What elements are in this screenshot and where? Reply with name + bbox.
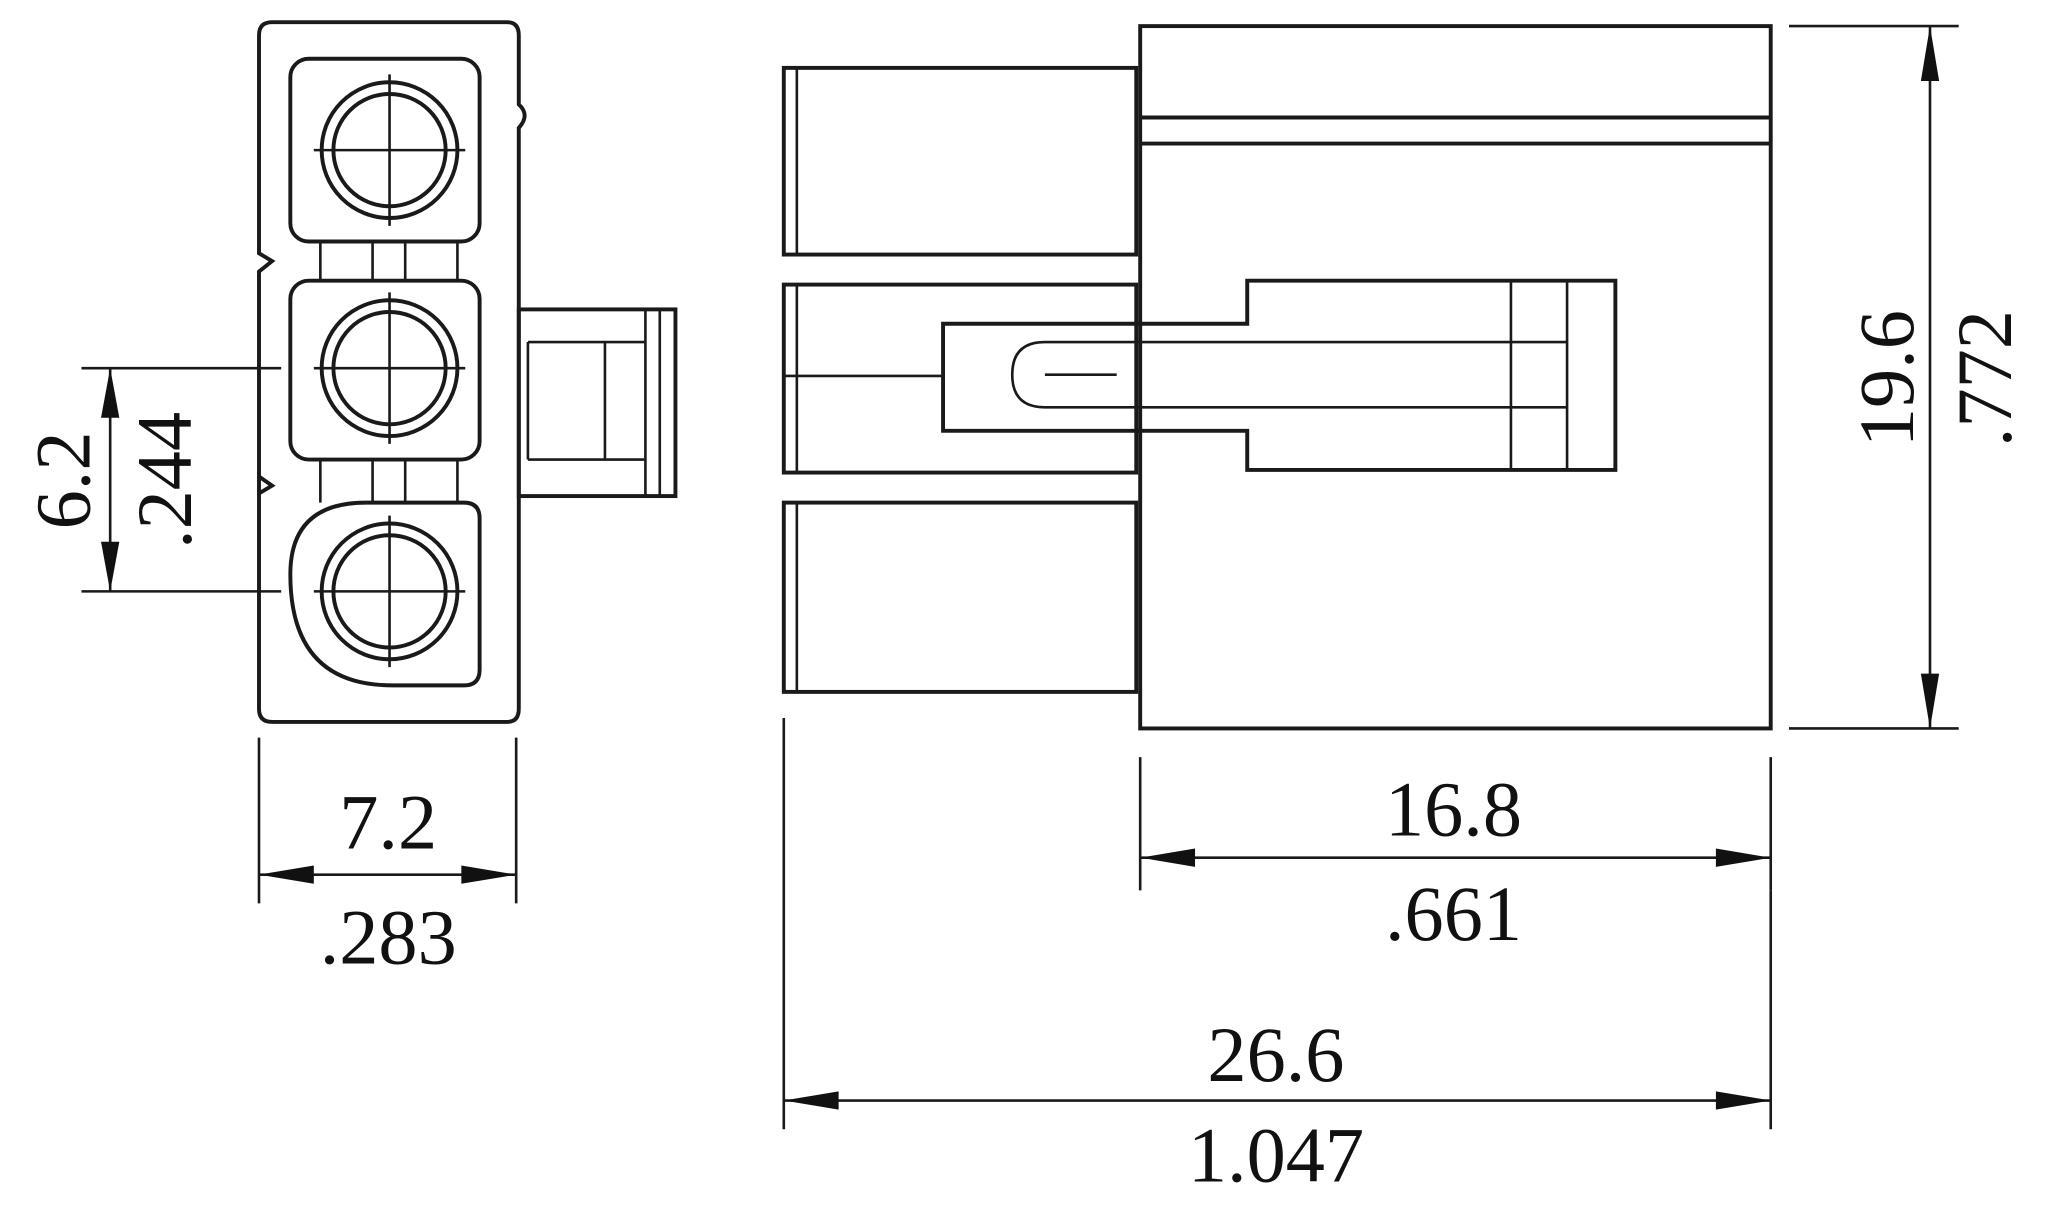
front-view: [257, 20, 678, 724]
latch-side: [516, 307, 678, 499]
dimension-overall-length: 26.6 1.047: [782, 718, 1773, 1198]
prong-2: [781, 282, 1139, 475]
width-mm: 7.2: [339, 779, 437, 866]
pitch-mm: 6.2: [19, 431, 106, 529]
dimension-body-length: 16.8 .661: [1138, 757, 1773, 957]
prong-1: [781, 65, 1139, 257]
latch-arm: [941, 278, 1618, 472]
overall-length-inch: 1.047: [1188, 1111, 1364, 1198]
dimension-height: 19.6 .772: [1789, 24, 2028, 730]
dimension-pitch: 6.2 .244: [19, 366, 282, 593]
socket-2: [288, 278, 482, 462]
height-mm: 19.6: [1843, 310, 1930, 447]
body-length-inch: .661: [1385, 870, 1522, 957]
side-view: [781, 24, 1773, 731]
body-length-mm: 16.8: [1385, 765, 1522, 852]
width-inch: .283: [320, 893, 457, 980]
dimension-width: 7.2 .283: [257, 737, 518, 980]
pitch-inch: .244: [121, 412, 208, 549]
socket-1: [288, 56, 482, 244]
height-inch: .772: [1941, 310, 2028, 447]
side-body: [1138, 24, 1773, 731]
overall-length-mm: 26.6: [1207, 1011, 1344, 1098]
prong-3: [781, 500, 1139, 694]
front-body-outline: [257, 20, 527, 724]
socket-3: [288, 500, 482, 688]
terminal-circles: [313, 74, 466, 668]
